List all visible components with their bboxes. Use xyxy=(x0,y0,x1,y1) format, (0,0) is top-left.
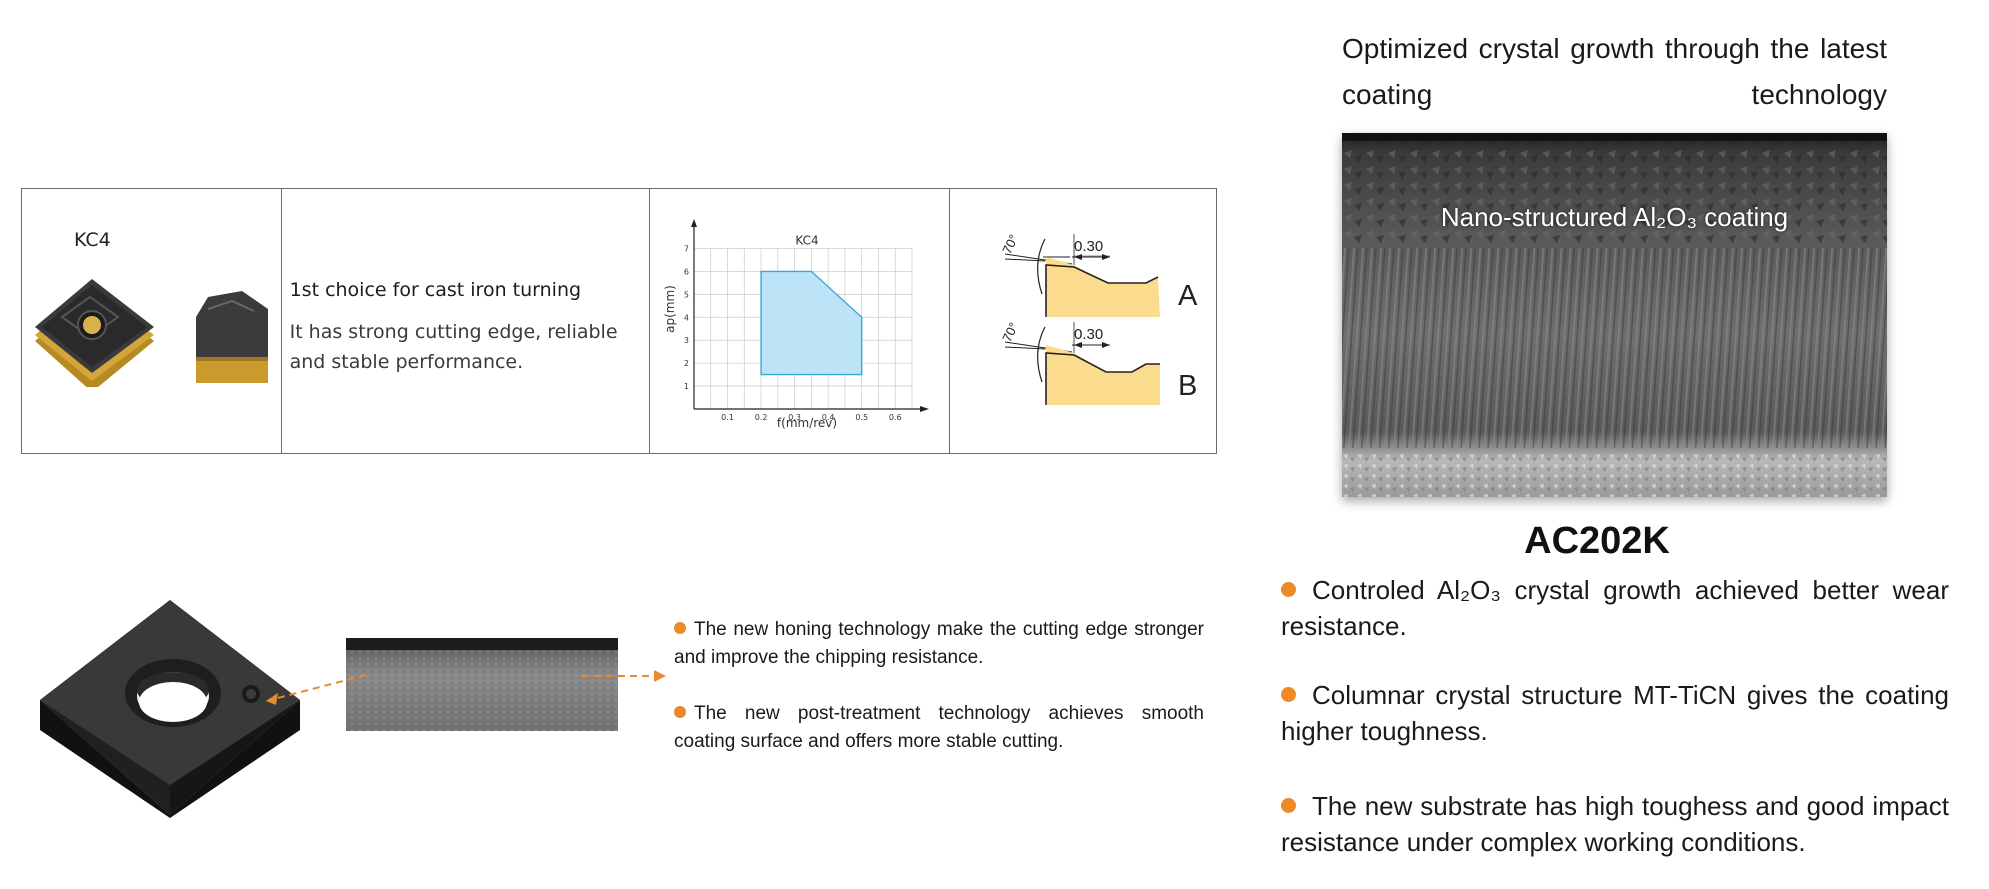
profile-b-label: B xyxy=(1178,370,1197,402)
profile-a-angle: 70° xyxy=(999,232,1021,256)
chart-area-series xyxy=(760,270,863,376)
profile-a-width: 0.30 xyxy=(1074,238,1103,255)
edge-profile-a: 0.30 70° A xyxy=(999,232,1198,317)
cutting-range-chart: 0.1 0.2 0.3 0.4 0.5 0.6 1 2 3 4 5 6 7 KC4 f(mm/rev)… xyxy=(663,219,929,430)
x-tick-label: 0.2 xyxy=(755,413,768,422)
coating-sem-image: Nano-structured Al₂O₃ coating xyxy=(1342,133,1887,497)
x-axis-arrow-icon xyxy=(920,406,929,412)
y-tick-label: 2 xyxy=(684,359,689,368)
feature-item-substrate: The new substrate has high toughess and … xyxy=(1281,791,1949,857)
y-tick-label: 4 xyxy=(684,313,689,322)
y-tick-labels: 1 2 3 4 5 6 7 xyxy=(684,244,689,391)
feature-item-crystal-growth: Controled Al₂O₃ crystal growth achieved … xyxy=(1281,575,1949,641)
x-tick-label: 0.6 xyxy=(889,413,902,422)
bullet-icon xyxy=(674,706,686,718)
pointer-line-insert xyxy=(269,674,367,701)
x-tick-labels: 0.1 0.2 0.3 0.4 0.5 0.6 xyxy=(721,413,901,422)
description-cell: 1st choice for cast iron turning It has … xyxy=(282,189,650,453)
insert-side-image xyxy=(196,291,268,383)
profile-b-angle: 70° xyxy=(999,320,1021,344)
bullet-icon xyxy=(1281,687,1296,702)
x-tick-label: 0.3 xyxy=(788,413,801,422)
chart-y-label: ap(mm) xyxy=(663,285,677,333)
x-tick-label: 0.4 xyxy=(822,413,835,422)
grade-title: AC202K xyxy=(1524,520,1670,562)
chart-x-label: f(mm/rev) xyxy=(777,416,837,430)
chart-axes xyxy=(691,219,929,412)
chart-cell: 0.1 0.2 0.3 0.4 0.5 0.6 1 2 3 4 5 6 7 KC4 f(mm/rev)… xyxy=(650,189,950,453)
insert-images xyxy=(35,279,268,387)
profile-b-width: 0.30 xyxy=(1074,326,1103,343)
y-tick-label: 6 xyxy=(684,267,689,276)
y-tick-label: 3 xyxy=(684,336,689,345)
sem-micrograph xyxy=(1342,133,1887,497)
arrow-right-icon xyxy=(654,670,666,682)
product-headline: 1st choice for cast iron turning xyxy=(289,279,582,301)
bullet-icon xyxy=(674,622,686,634)
y-tick-label: 7 xyxy=(684,244,689,253)
coating-heading: Optimized crystal growth through the lat… xyxy=(1342,33,1887,110)
profile-a-label: A xyxy=(1178,280,1198,312)
y-tick-label: 5 xyxy=(684,290,689,299)
honing-edge-photo xyxy=(346,638,618,731)
tech-note-post-treatment: The new post-treatment technology achiev… xyxy=(674,703,1204,752)
insert-3d-image xyxy=(40,600,300,818)
product-description: It has strong cutting edge, reliable and… xyxy=(289,321,618,373)
product-table: KC4 1st choice for cast iron turning xyxy=(21,188,1217,454)
y-tick-label: 1 xyxy=(684,382,689,391)
bullet-icon xyxy=(1281,582,1296,597)
y-axis-arrow-icon xyxy=(691,219,697,227)
arrow-left-icon xyxy=(266,693,278,705)
insert-images-cell: KC4 xyxy=(22,189,282,453)
insert-front-image xyxy=(35,279,154,387)
sem-caption: Nano-structured Al₂O₃ coating xyxy=(1440,202,1789,232)
edge-profile-diagram: 0.30 70° A 0.30 70° B xyxy=(999,232,1198,405)
x-tick-label: 0.1 xyxy=(721,413,734,422)
edge-profile-cell: 0.30 70° A 0.30 70° B xyxy=(950,189,1216,453)
bullet-icon xyxy=(1281,798,1296,813)
feature-item-columnar-structure: Columnar crystal structure MT-TiCN gives… xyxy=(1281,680,1949,746)
chart-title: KC4 xyxy=(795,233,818,247)
tech-note-honing: The new honing technology make the cutti… xyxy=(674,619,1204,668)
honing-illustration xyxy=(40,600,666,818)
edge-profile-b: 0.30 70° B xyxy=(999,320,1197,405)
x-tick-label: 0.5 xyxy=(855,413,868,422)
grade-label: KC4 xyxy=(74,229,111,251)
